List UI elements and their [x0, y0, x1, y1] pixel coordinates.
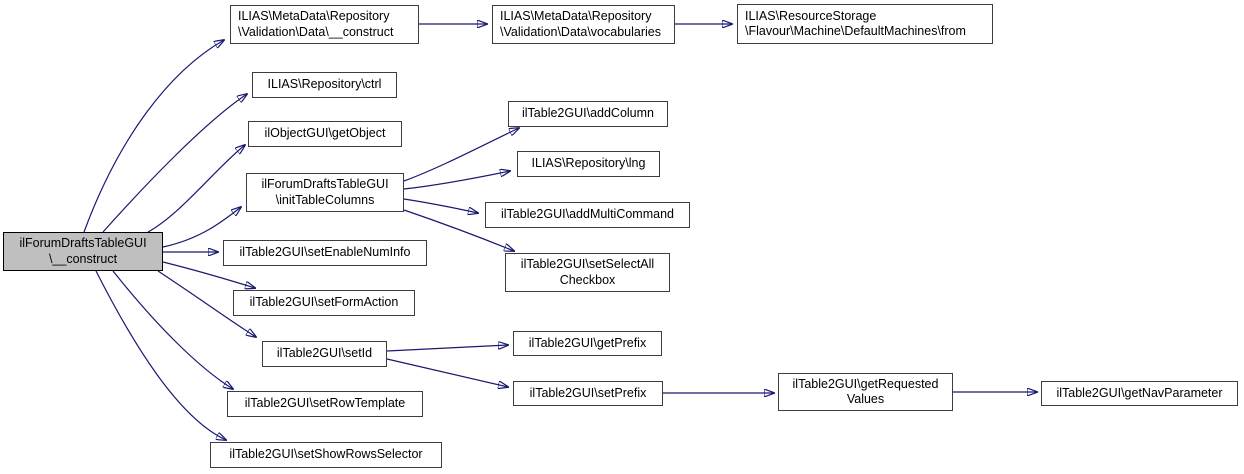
edge-init-table-columns-to-repository-lng — [403, 171, 510, 190]
node-iltable2gui-setprefix[interactable]: ilTable2GUI\setPrefix — [513, 381, 663, 406]
node-iltable2gui-setshowrowsselector[interactable]: ilTable2GUI\setShowRowsSelector — [210, 442, 442, 468]
node-iltable2gui-setselectallcheckbox[interactable]: ilTable2GUI\setSelectAll Checkbox — [505, 253, 670, 292]
edge-set-id-to-get-prefix — [386, 345, 508, 352]
node-ilias-repository-ctrl[interactable]: ILIAS\Repository\ctrl — [252, 72, 397, 98]
node-ilobjectgui-getobject[interactable]: ilObjectGUI\getObject — [248, 121, 402, 147]
edge-init-table-columns-to-set-select-all-checkbox — [403, 209, 514, 251]
edge-init-table-columns-to-add-column — [403, 128, 519, 182]
node-iltable2gui-getprefix[interactable]: ilTable2GUI\getPrefix — [513, 331, 662, 356]
node-ilforumdraftstablegui-construct: ilForumDraftsTableGUI \__construct — [3, 232, 163, 271]
node-iltable2gui-addmulticommand[interactable]: ilTable2GUI\addMultiCommand — [485, 202, 690, 228]
edge-construct-to-set-show-rows-selector — [95, 270, 226, 440]
edge-construct-to-set-form-action — [162, 261, 255, 288]
edge-set-id-to-set-prefix — [386, 358, 508, 387]
node-ilias-repository-lng[interactable]: ILIAS\Repository\lng — [517, 151, 660, 177]
node-iltable2gui-setid[interactable]: ilTable2GUI\setId — [262, 341, 387, 367]
node-iltable2gui-getrequestedvalues[interactable]: ilTable2GUI\getRequested Values — [778, 373, 953, 411]
node-metadata-validation-data-construct[interactable]: ILIAS\MetaData\Repository \Validation\Da… — [230, 5, 419, 44]
node-iltable2gui-getnavparameter[interactable]: ilTable2GUI\getNavParameter — [1041, 381, 1238, 406]
node-iltable2gui-setformaction[interactable]: ilTable2GUI\setFormAction — [233, 290, 415, 316]
node-metadata-validation-data-vocabularies[interactable]: ILIAS\MetaData\Repository \Validation\Da… — [492, 5, 675, 44]
node-iltable2gui-addcolumn[interactable]: ilTable2GUI\addColumn — [508, 101, 668, 127]
node-ilforumdraftstablegui-inittablecolumns[interactable]: ilForumDraftsTableGUI \initTableColumns — [246, 173, 404, 212]
node-iltable2gui-setenablenuminfo[interactable]: ilTable2GUI\setEnableNumInfo — [223, 240, 427, 266]
edge-construct-to-repository-ctrl — [102, 94, 247, 233]
edge-construct-to-set-row-template — [112, 270, 233, 389]
edge-construct-to-md-data-construct — [83, 40, 224, 233]
node-resourcestorage-defaultmachines-from[interactable]: ILIAS\ResourceStorage \Flavour\Machine\D… — [737, 4, 993, 44]
edge-init-table-columns-to-add-multi-command — [403, 198, 478, 213]
node-iltable2gui-setrowtemplate[interactable]: ilTable2GUI\setRowTemplate — [227, 391, 423, 417]
edge-construct-to-set-id — [157, 270, 256, 337]
edge-construct-to-init-table-columns — [162, 207, 241, 248]
edge-construct-to-get-object — [147, 145, 245, 233]
